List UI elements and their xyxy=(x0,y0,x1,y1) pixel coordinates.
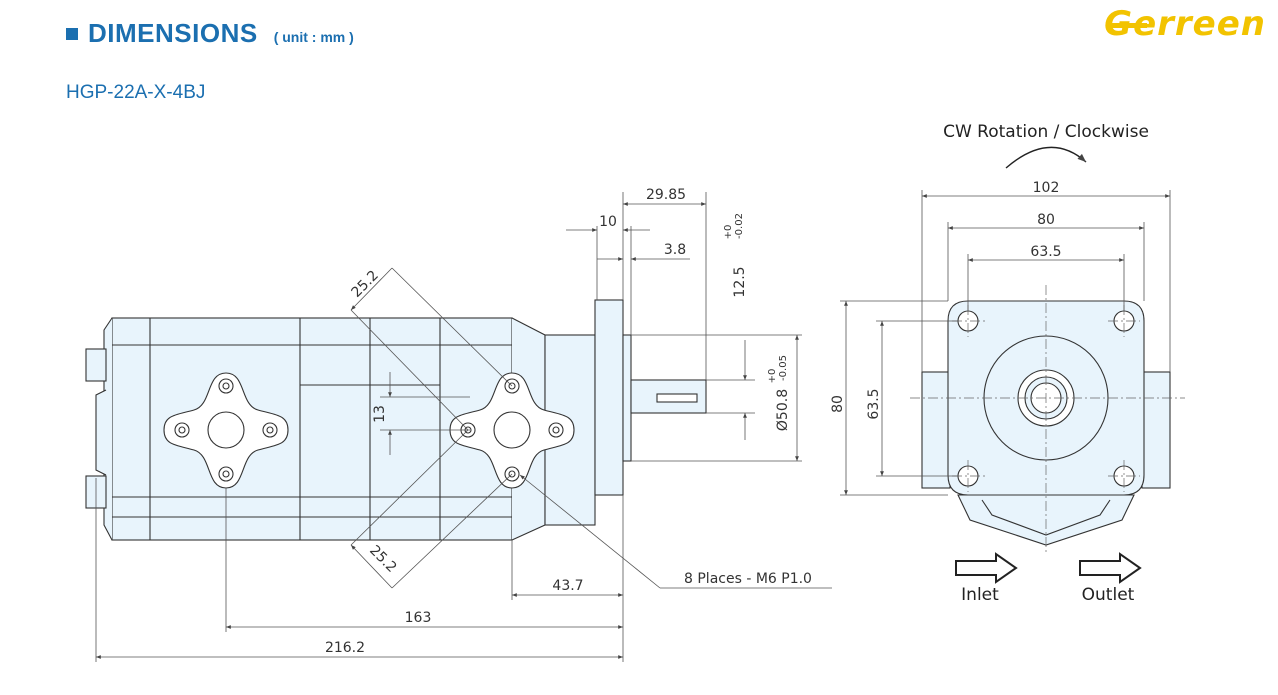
dim-80-v: 80 xyxy=(830,395,846,413)
dim-80-h: 80 xyxy=(1037,212,1055,228)
dim-25-2-bottom: 25.2 xyxy=(366,542,399,575)
rotation-label: CW Rotation / Clockwise xyxy=(943,122,1149,142)
dim-102: 102 xyxy=(1033,180,1060,196)
dim-63-5-v: 63.5 xyxy=(866,388,882,419)
dim-50-8: Ø50.8 xyxy=(775,389,791,431)
dim-50-8-tol-plus: +0 xyxy=(767,369,778,384)
dim-163: 163 xyxy=(405,610,432,626)
dim-10: 10 xyxy=(599,214,617,230)
dim-43-7: 43.7 xyxy=(552,578,583,594)
model-number: HGP-22A-X-4BJ xyxy=(66,82,206,103)
brand-logo: Gerreen xyxy=(1104,4,1266,44)
dim-12-5: 12.5 xyxy=(732,266,748,297)
left-plug-top xyxy=(85,348,107,382)
outlet-arrow-icon xyxy=(1079,552,1142,584)
page-title: DIMENSIONS xyxy=(88,18,258,48)
dim-12-5-tol-plus: +0 xyxy=(723,225,734,240)
dim-12-5-tol-minus: -0.02 xyxy=(734,213,745,239)
front-view-dimensions xyxy=(840,146,1171,496)
dim-29-85: 29.85 xyxy=(646,187,686,203)
mounting-flange xyxy=(594,299,624,496)
side-view xyxy=(85,299,707,541)
port-flange-right xyxy=(449,372,575,489)
title-bullet xyxy=(66,28,78,40)
side-port-left xyxy=(921,371,951,489)
dim-3-8: 3.8 xyxy=(664,242,686,258)
dim-50-8-tol-minus: -0.05 xyxy=(778,355,789,381)
logo-bar xyxy=(1111,23,1147,28)
inlet-label: Inlet xyxy=(961,585,999,605)
outlet-label: Outlet xyxy=(1082,585,1135,605)
thread-note: 8 Places - M6 P1.0 xyxy=(684,571,812,587)
logo-text: Gerreen xyxy=(1104,4,1266,44)
inlet-arrow-icon xyxy=(955,552,1018,584)
side-view-dimensions xyxy=(95,192,832,662)
dim-63-5-h: 63.5 xyxy=(1030,244,1061,260)
dim-13: 13 xyxy=(372,405,388,423)
dim-216-2: 216.2 xyxy=(325,640,365,656)
unit-label: ( unit : mm ) xyxy=(273,29,354,45)
shaft-key xyxy=(656,393,698,403)
flange-pilot xyxy=(622,334,632,462)
side-port-right xyxy=(1141,371,1171,489)
header: DIMENSIONS ( unit : mm ) xyxy=(66,18,354,49)
